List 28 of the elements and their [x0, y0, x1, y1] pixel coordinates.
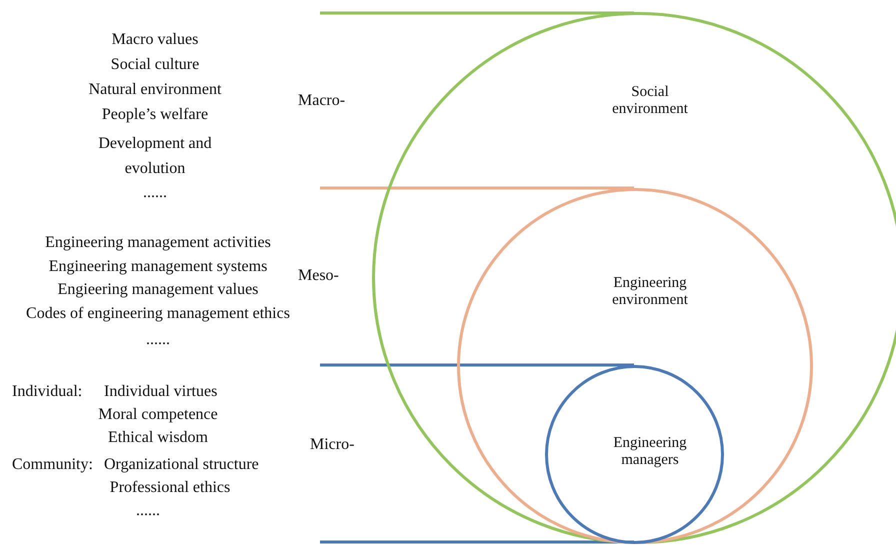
level-label: Macro- — [298, 91, 346, 111]
list-item: Organizational structure — [104, 455, 259, 475]
inner-circle — [545, 365, 724, 544]
list-item: Social culture — [110, 55, 200, 75]
list-item: Engieering management values — [58, 280, 258, 300]
circle-label: Engineering managers — [612, 435, 688, 469]
list-item: Engineering management activities — [45, 233, 271, 253]
list-item: Development and evolution — [97, 134, 213, 179]
list-item: ...... — [136, 501, 160, 521]
category-label: Individual: — [12, 382, 82, 402]
circle-label: Social environment — [611, 84, 689, 118]
level-label: Micro- — [310, 435, 354, 455]
list-item: Codes of engineering management ethics — [26, 304, 290, 324]
list-item: Engineering management systems — [48, 257, 268, 277]
list-item: ...... — [143, 183, 167, 203]
list-item: Macro values — [112, 30, 198, 50]
circle-label: Engineering environment — [611, 275, 689, 309]
list-item: People’s welfare — [102, 105, 208, 125]
list-item: Professional ethics — [110, 478, 230, 498]
outer-circle — [372, 12, 896, 544]
list-item: Ethical wisdom — [108, 428, 208, 448]
list-item: Moral competence — [98, 405, 218, 425]
list-item: Natural environment — [88, 80, 222, 100]
middle-circle — [457, 188, 813, 544]
list-item: ...... — [146, 330, 170, 350]
list-item: Individual virtues — [104, 382, 218, 402]
level-label: Meso- — [298, 266, 339, 286]
category-label: Community: — [12, 455, 93, 475]
